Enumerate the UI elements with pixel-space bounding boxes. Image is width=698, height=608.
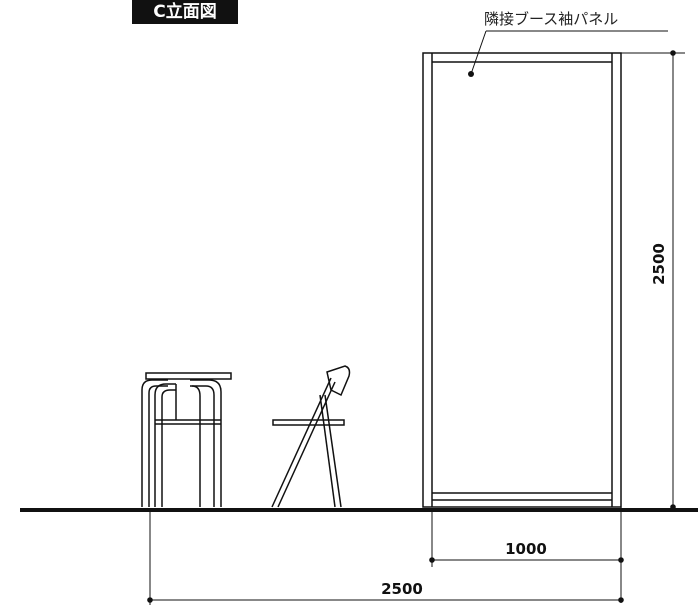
chair-front-leg-a: [271, 377, 332, 508]
total-dim-dot-right: [618, 597, 624, 603]
table-left-leg-inner: [148, 385, 168, 507]
table-front-leg: [191, 385, 201, 507]
table-top: [145, 372, 232, 380]
counter-table: [141, 372, 232, 507]
height-dim-dot-top: [670, 50, 676, 56]
table-left-leg-outer: [141, 379, 168, 507]
sleeve-panel: [422, 52, 622, 508]
table-back-leg-inner: [161, 389, 176, 507]
panel-outer-frame: [422, 52, 622, 508]
panel-dim-dot-left: [429, 557, 435, 563]
total-dim-dot-left: [147, 597, 153, 603]
title-background: [132, 0, 238, 24]
chair-back-pad: [326, 365, 351, 397]
panel-dim-dot-right: [618, 557, 624, 563]
table-right-leg-outer: [190, 379, 222, 507]
callout-dot: [468, 71, 474, 77]
drawing-title: C立面図: [153, 1, 216, 22]
total-width-dimension: 2500: [147, 512, 624, 605]
total-width-value: 2500: [381, 580, 423, 598]
panel-width-dimension: 1000: [429, 507, 624, 603]
height-dimension-value: 2500: [650, 243, 668, 285]
height-dim-dot-bottom: [670, 504, 676, 510]
chair-back-leg-b: [324, 394, 342, 508]
height-dimension: 2500: [621, 50, 685, 510]
table-back-leg-outer: [154, 383, 176, 507]
panel-callout: 隣接ブース袖パネル: [468, 10, 668, 77]
folding-chair: [271, 365, 351, 508]
table-right-leg-inner: [190, 385, 215, 507]
panel-width-value: 1000: [505, 540, 547, 558]
title-badge: C立面図: [132, 0, 238, 24]
chair-back-leg-a: [319, 394, 336, 508]
chair-seat: [272, 419, 345, 426]
callout-label: 隣接ブース袖パネル: [484, 10, 618, 28]
